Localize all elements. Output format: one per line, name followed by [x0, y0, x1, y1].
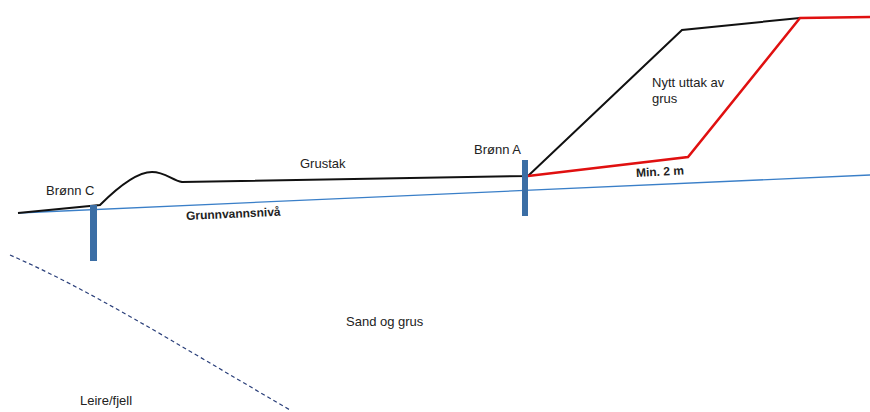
area-label: Nytt uttak av grus	[652, 75, 730, 106]
terrain-line	[18, 18, 800, 213]
well-label: Brønn C	[46, 183, 94, 199]
groundwater-line	[18, 175, 870, 213]
well-c	[90, 205, 97, 261]
well-a	[522, 160, 528, 216]
well-label: Brønn A	[474, 142, 521, 158]
area-label: Grustak	[300, 156, 346, 172]
material-label: Leire/fjell	[80, 393, 132, 409]
clay-boundary	[10, 255, 290, 410]
new-extraction-line	[528, 17, 870, 176]
groundwater-label: Grunnvannsnivå	[186, 205, 281, 224]
material-label: Sand og grus	[346, 314, 423, 330]
dimension-label: Min. 2 m	[636, 163, 685, 180]
